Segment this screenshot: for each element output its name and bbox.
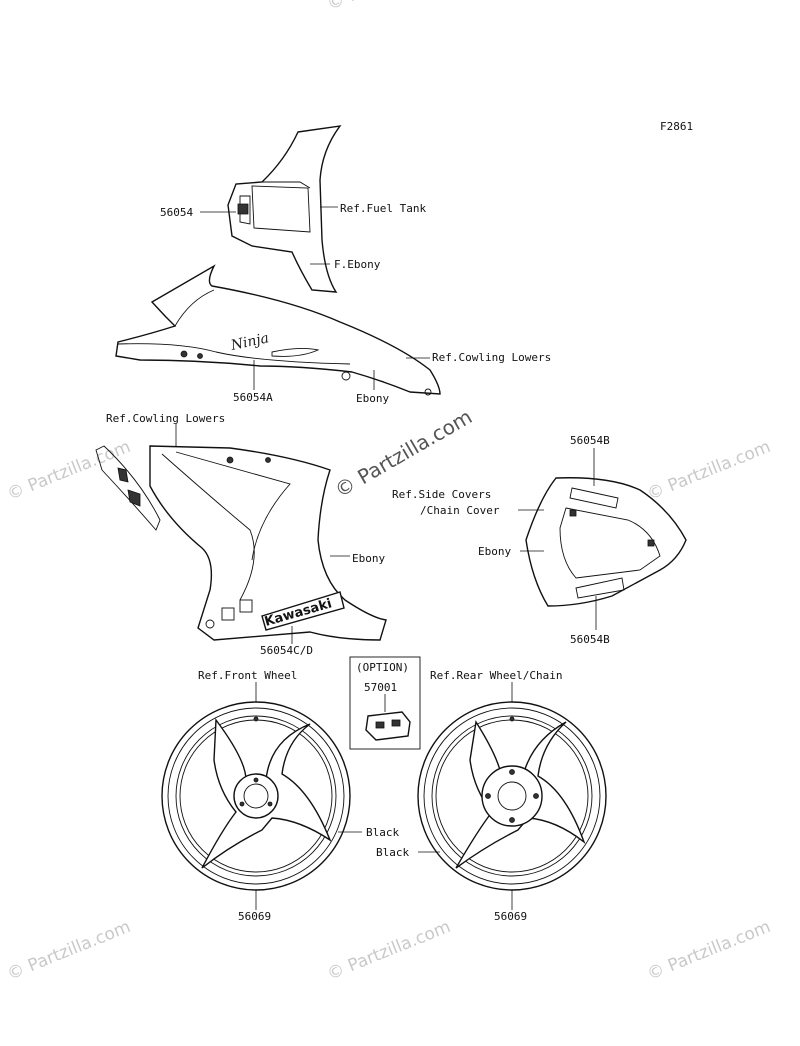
label-f-ebony: F.Ebony [334, 258, 381, 271]
fuel-tank-decal[interactable] [227, 125, 342, 293]
label-56069-rear: 56069 [494, 910, 527, 923]
label-ref-cowling-lowers-2: Ref.Cowling Lowers [106, 412, 225, 425]
watermark-tile: © Partzilla.com [644, 437, 773, 505]
side-cowling-decal[interactable]: Kawasaki [95, 445, 387, 641]
label-ref-fuel-tank: Ref.Fuel Tank [340, 202, 426, 215]
label-ebony-3: Ebony [478, 545, 511, 558]
rear-wheel[interactable] [417, 701, 607, 891]
option-header: (OPTION) [356, 661, 409, 674]
watermark-tile: © Partzilla.com [4, 917, 133, 985]
label-56054: 56054 [160, 206, 193, 219]
option-box[interactable]: (OPTION) 57001 [349, 656, 421, 750]
label-56054a: 56054A [233, 391, 273, 404]
tail-cover-decal[interactable] [525, 477, 687, 607]
watermark-tile: © Partzilla.com [324, 0, 453, 15]
upper-cowling-decal[interactable]: Ninja [115, 264, 441, 396]
diagram-code: F2861 [660, 120, 693, 133]
label-ref-side-covers: Ref.Side Covers [392, 488, 491, 501]
label-black-2: Black [376, 846, 409, 859]
label-chain-cover: /Chain Cover [420, 504, 500, 517]
front-wheel[interactable] [161, 701, 351, 891]
label-56054b-bottom: 56054B [570, 633, 610, 646]
label-ebony-2: Ebony [352, 552, 385, 565]
watermark-tile: © Partzilla.com [324, 917, 453, 985]
watermark-tile: © Partzilla.com [644, 917, 773, 985]
label-ref-front-wheel: Ref.Front Wheel [198, 669, 297, 682]
label-ref-cowling-lowers-1: Ref.Cowling Lowers [432, 351, 551, 364]
label-ebony-1: Ebony [356, 392, 389, 405]
label-ref-rear-wheel: Ref.Rear Wheel/Chain [430, 669, 562, 682]
label-56054b-top: 56054B [570, 434, 610, 447]
label-56069-front: 56069 [238, 910, 271, 923]
watermark-tile: © Partzilla.com [4, 437, 133, 505]
option-part-no: 57001 [364, 681, 397, 694]
label-black-1: Black [366, 826, 399, 839]
label-56054cd: 56054C/D [260, 644, 313, 657]
